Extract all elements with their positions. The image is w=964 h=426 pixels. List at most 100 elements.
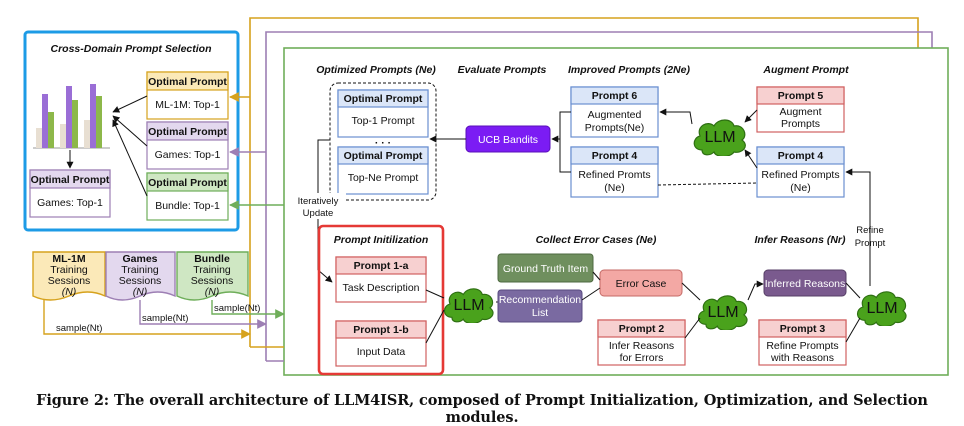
dataset-bundle: Bundle Training Sessions (N) <box>176 251 249 301</box>
prompt1a: Prompt 1-a Task Description <box>335 256 427 303</box>
svg-text:UCB Bandits: UCB Bandits <box>478 134 538 146</box>
svg-text:Prompt 1-a: Prompt 1-a <box>354 260 409 272</box>
svg-text:Prompts(Ne): Prompts(Ne) <box>585 122 645 134</box>
candidate-ml1m-label: ML-1M: Top-1 <box>155 99 220 111</box>
sample-label-ml1m: sample(Nt) <box>56 323 102 334</box>
optimal-topn: Optimal Prompt Top-Ne Prompt <box>337 146 429 195</box>
infer-title: Infer Reasons (Nr) <box>754 234 846 246</box>
dataset-ml1m: ML-1M Training Sessions (N) <box>32 251 106 301</box>
svg-text:Prompt 4: Prompt 4 <box>592 150 638 162</box>
augment-title: Augment Prompt <box>762 64 849 76</box>
svg-text:Ground Truth Item: Ground Truth Item <box>503 263 588 275</box>
prompt4-augment: Prompt 4 Refined Prompts (Ne) <box>756 146 845 198</box>
svg-text:Top-Ne Prompt: Top-Ne Prompt <box>348 172 419 184</box>
cross-domain-panel: Cross-Domain Prompt Selection Optimal Pr… <box>23 30 240 232</box>
prompt4-improved: Prompt 4 Refined Promts (Ne) <box>570 146 659 198</box>
svg-text:LLM: LLM <box>707 304 738 321</box>
improved-title: Improved Prompts (2Ne) <box>568 64 690 76</box>
candidate-games: Optimal Prompt Games: Top-1 <box>146 121 229 170</box>
svg-text:(Ne): (Ne) <box>790 182 810 194</box>
sample-label-games: sample(Nt) <box>142 313 188 324</box>
svg-text:(N): (N) <box>205 286 220 298</box>
prompt5: Prompt 5 Augment Prompts <box>756 86 845 133</box>
svg-text:(N): (N) <box>133 286 148 298</box>
ground-truth-item <box>497 253 594 283</box>
iteratively-l1: Iteratively <box>298 196 339 207</box>
svg-text:(Ne): (Ne) <box>604 182 624 194</box>
svg-text:LLM: LLM <box>453 297 484 314</box>
svg-text:ML-1M: ML-1M <box>52 253 85 265</box>
svg-text:Error Case: Error Case <box>616 278 667 290</box>
svg-text:Sessions: Sessions <box>119 275 162 287</box>
cross-domain-title: Cross-Domain Prompt Selection <box>50 43 211 55</box>
llm-cloud-infer: LLM <box>856 291 907 326</box>
svg-text:Training: Training <box>121 264 159 276</box>
svg-text:Recommendation: Recommendation <box>499 294 581 306</box>
svg-text:Refined Prompts: Refined Prompts <box>761 169 839 181</box>
llm-cloud-augment: LLM <box>693 119 746 156</box>
svg-text:Prompt 3: Prompt 3 <box>780 323 826 335</box>
svg-text:Training: Training <box>50 264 88 276</box>
svg-text:Games: Games <box>122 253 157 265</box>
svg-text:Training: Training <box>193 264 231 276</box>
refine-prompt-l2: Prompt <box>855 238 886 249</box>
prompt6: Prompt 6 Augmented Prompts(Ne) <box>570 86 659 138</box>
svg-text:(N): (N) <box>62 286 77 298</box>
svg-text:List: List <box>532 307 548 319</box>
svg-text:Infer Reasons: Infer Reasons <box>609 340 674 352</box>
optimized-dots: · · · <box>375 137 391 149</box>
optimized-title: Optimized Prompts (Ne) <box>316 64 436 76</box>
svg-text:for Errors: for Errors <box>620 352 664 364</box>
svg-text:LLM: LLM <box>866 300 897 317</box>
svg-text:LLM: LLM <box>704 129 735 146</box>
svg-text:Augment: Augment <box>779 106 821 118</box>
svg-text:Input Data: Input Data <box>357 346 406 358</box>
svg-text:Prompts: Prompts <box>781 118 820 130</box>
svg-text:Prompt 5: Prompt 5 <box>778 90 824 102</box>
optimal-top1: Optimal Prompt Top-1 Prompt <box>337 89 429 138</box>
svg-text:Augmented: Augmented <box>588 109 642 121</box>
candidate-bundle: Optimal Prompt Bundle: Top-1 <box>146 172 229 221</box>
init-title: Prompt Initilization <box>334 234 429 246</box>
prompt3: Prompt 3 Refine Prompts with Reasons <box>758 319 847 366</box>
recommendation-list <box>497 289 583 323</box>
svg-text:Inferred Reasons: Inferred Reasons <box>765 278 846 290</box>
selected-result: Optimal Prompt Games: Top-1 <box>29 169 111 218</box>
svg-text:Optimal Prompt: Optimal Prompt <box>148 76 227 88</box>
svg-text:with Reasons: with Reasons <box>770 352 834 364</box>
evaluate-title: Evaluate Prompts <box>458 64 547 76</box>
prompt2: Prompt 2 Infer Reasons for Errors <box>597 319 686 366</box>
figure-caption: Figure 2: The overall architecture of LL… <box>36 392 928 426</box>
dataset-games: Games Training Sessions (N) <box>105 251 176 301</box>
svg-text:Optimal Prompt: Optimal Prompt <box>344 93 423 105</box>
svg-text:Prompt 1-b: Prompt 1-b <box>353 324 408 336</box>
svg-text:Prompt 4: Prompt 4 <box>778 150 824 162</box>
svg-text:Refined Promts: Refined Promts <box>578 169 650 181</box>
refine-prompt-l1: Refine <box>856 225 883 236</box>
svg-text:Optimal Prompt: Optimal Prompt <box>148 126 227 138</box>
svg-text:Optimal Prompt: Optimal Prompt <box>31 174 110 186</box>
svg-text:Top-1 Prompt: Top-1 Prompt <box>351 115 414 127</box>
svg-text:Optimal Prompt: Optimal Prompt <box>344 150 423 162</box>
svg-text:Prompt 6: Prompt 6 <box>592 90 638 102</box>
candidate-games-label: Games: Top-1 <box>155 149 221 161</box>
llm-cloud-collect: LLM <box>697 295 748 330</box>
selected-result-label: Games: Top-1 <box>37 197 103 209</box>
svg-text:Sessions: Sessions <box>191 275 234 287</box>
bar-chart-icon <box>33 84 110 149</box>
init-group <box>317 224 445 376</box>
prompt1b: Prompt 1-b Input Data <box>335 320 427 367</box>
candidate-ml1m: Optimal Prompt ML-1M: Top-1 <box>146 71 229 120</box>
collect-title: Collect Error Cases (Ne) <box>536 234 657 246</box>
sample-label-bundle: sample(Nt) <box>214 303 260 314</box>
iteratively-l2: Update <box>303 208 334 219</box>
llm-cloud-init: LLM <box>443 288 494 323</box>
svg-text:Refine Prompts: Refine Prompts <box>766 340 838 352</box>
svg-text:Prompt 2: Prompt 2 <box>619 323 665 335</box>
svg-text:Sessions: Sessions <box>48 275 91 287</box>
svg-text:Optimal Prompt: Optimal Prompt <box>148 177 227 189</box>
candidate-bundle-label: Bundle: Top-1 <box>155 200 220 212</box>
svg-text:Task Description: Task Description <box>342 282 419 294</box>
svg-text:Bundle: Bundle <box>194 253 230 265</box>
